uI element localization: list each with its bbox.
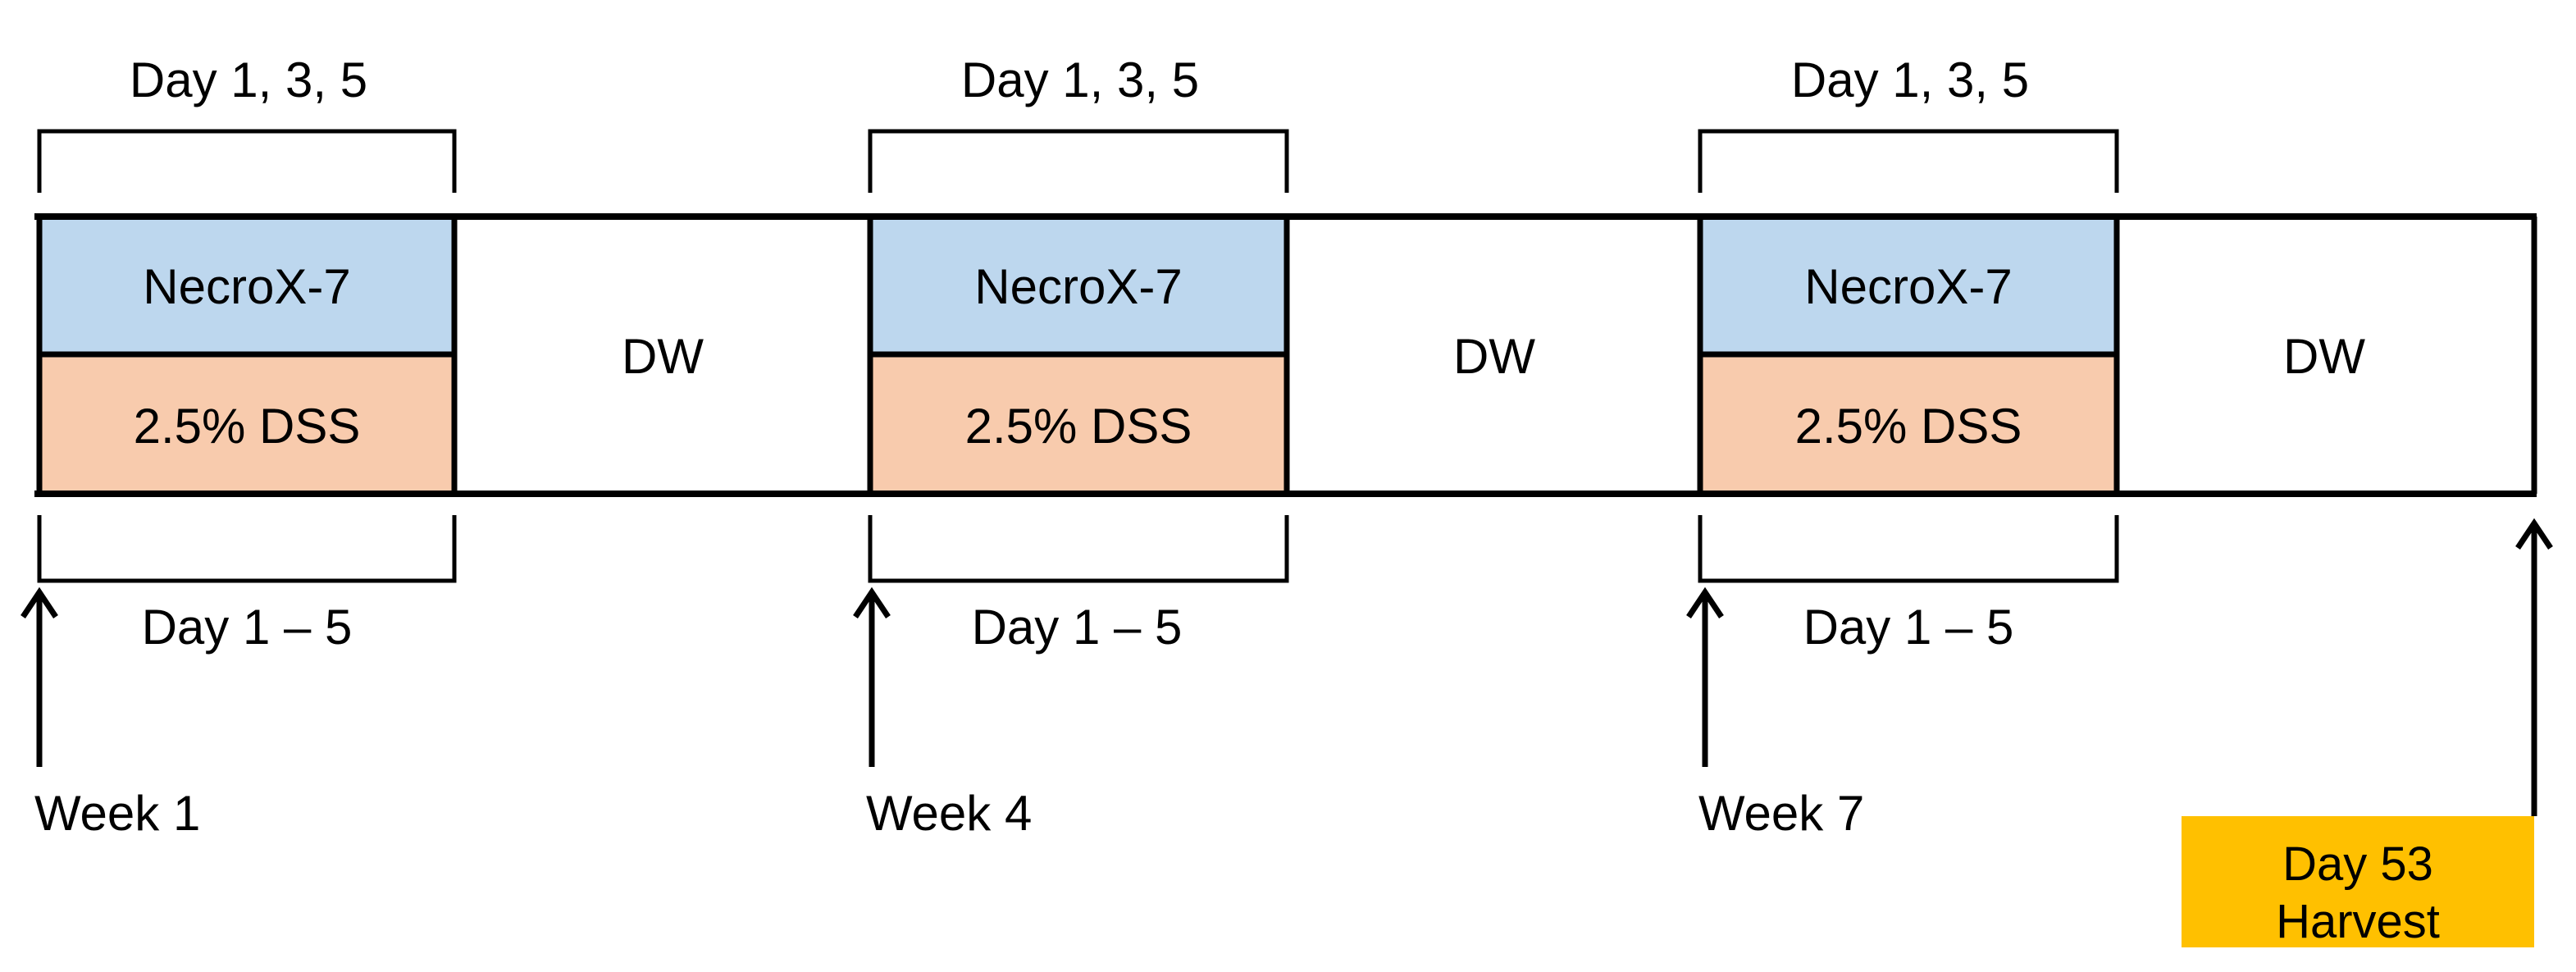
- dw-label: DW: [1453, 329, 1535, 384]
- week-label: Week 1: [34, 786, 200, 841]
- dw-label: DW: [622, 329, 704, 384]
- dosing-bracket: [37, 129, 457, 193]
- cycle-1: NecroX-7 2.5% DSS DW Day 1, 3, 5 Day 1 –…: [21, 52, 704, 841]
- dosing-bracket-label: Day 1, 3, 5: [130, 52, 367, 107]
- dosing-bracket: [1698, 129, 2119, 193]
- dw-label: DW: [2283, 329, 2365, 384]
- dss-label: 2.5% DSS: [1795, 399, 2022, 454]
- harvest-box: [2182, 816, 2534, 947]
- necrox-7-label: NecroX-7: [974, 259, 1182, 314]
- dosing-bracket: [868, 129, 1289, 193]
- harvest-arrow-head: [2515, 518, 2553, 550]
- harvest-day-label: Day 53: [2282, 837, 2433, 891]
- dss-bracket: [1698, 515, 2119, 583]
- necrox-7-box: [1700, 217, 2117, 354]
- dss-box: [39, 354, 454, 494]
- week-arrow-head: [853, 586, 891, 618]
- dss-label: 2.5% DSS: [134, 399, 361, 454]
- dss-bracket: [868, 515, 1289, 583]
- dss-box: [1700, 354, 2117, 494]
- necrox-7-box: [870, 217, 1287, 354]
- cycle-2: NecroX-7 2.5% DSS DW Day 1, 3, 5 Day 1 –…: [853, 52, 1535, 841]
- week-arrow-head: [21, 586, 58, 618]
- cycle-3: NecroX-7 2.5% DSS DW Day 1, 3, 5 Day 1 –…: [1686, 52, 2365, 841]
- week-label: Week 4: [866, 786, 1032, 841]
- dss-bracket-label: Day 1 – 5: [142, 600, 353, 655]
- dosing-bracket-label: Day 1, 3, 5: [1791, 52, 2029, 107]
- week-arrow-head: [1686, 586, 1724, 618]
- dss-bracket-label: Day 1 – 5: [1803, 600, 2014, 655]
- necrox-7-box: [39, 217, 454, 354]
- dss-bracket: [37, 515, 457, 583]
- necrox-7-label: NecroX-7: [1804, 259, 2012, 314]
- necrox-7-label: NecroX-7: [143, 259, 350, 314]
- dss-bracket-label: Day 1 – 5: [972, 600, 1183, 655]
- dss-box: [870, 354, 1287, 494]
- dss-label: 2.5% DSS: [965, 399, 1192, 454]
- week-label: Week 7: [1698, 786, 1864, 841]
- harvest-endpoint: Day 53 Harvest: [2182, 518, 2553, 948]
- dosing-bracket-label: Day 1, 3, 5: [961, 52, 1199, 107]
- harvest-action-label: Harvest: [2276, 895, 2440, 948]
